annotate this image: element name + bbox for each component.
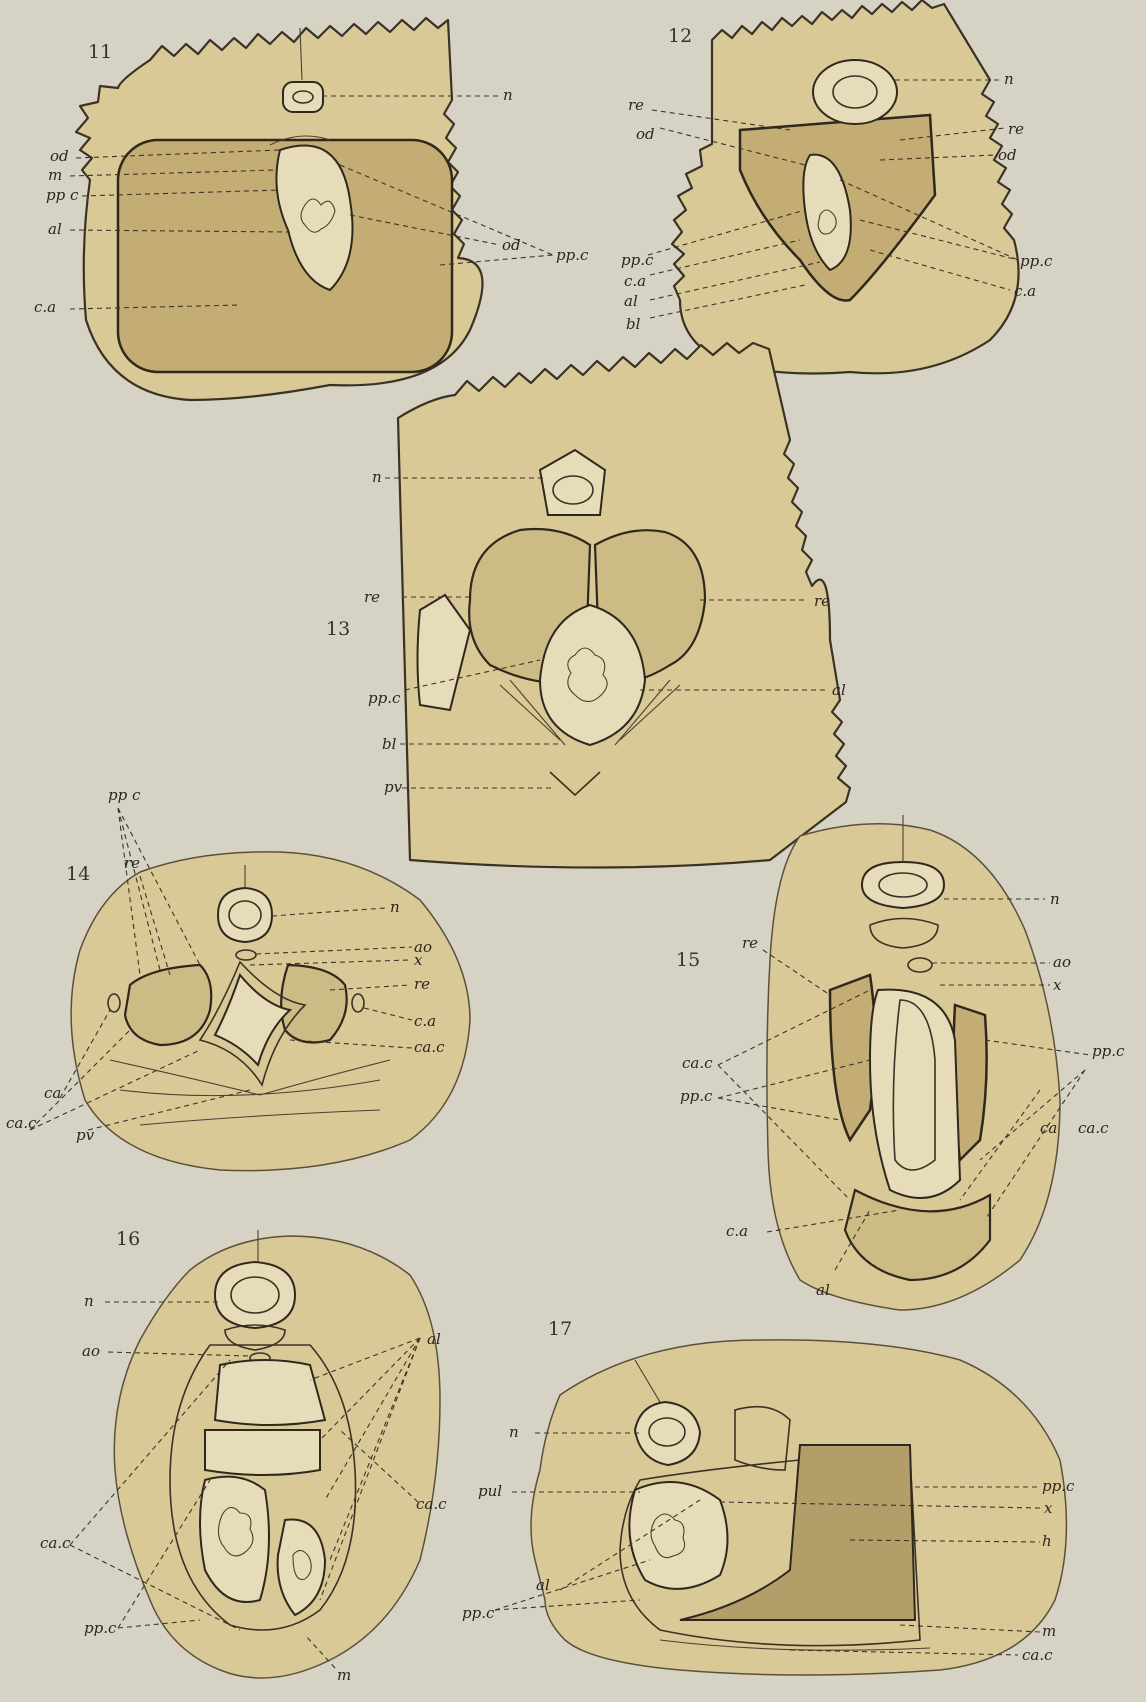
fig12-label-ca-right: c.a	[1014, 282, 1036, 300]
fig11-label-ppc: pp c	[46, 186, 79, 204]
fig16-number: 16	[116, 1228, 140, 1250]
fig15-label-al: al	[816, 1281, 830, 1299]
fig12-number: 12	[668, 25, 692, 47]
fig11-label-od: od	[50, 147, 69, 165]
fig11-label-m: m	[48, 166, 62, 184]
fig11-label-ppc-right: pp.c	[556, 246, 589, 264]
fig17-label-ppc-right: pp.c	[1042, 1477, 1075, 1495]
fig16-label-cac-left: ca.c	[40, 1534, 71, 1552]
figure-14: 14 pp c re n ao x re c.a ca.c ca ca.c pv	[6, 786, 470, 1171]
fig16-label-cac-right: ca.c	[416, 1495, 447, 1513]
fig17-label-cac: ca.c	[1022, 1646, 1053, 1664]
fig14-label-ca: c.a	[414, 1012, 436, 1030]
fig16-label-ppc: pp.c	[84, 1619, 117, 1637]
fig11-label-od-right: od	[502, 236, 521, 254]
fig14-neural-tube	[218, 888, 272, 942]
fig16-label-n: n	[84, 1292, 94, 1310]
fig15-label-ppc: pp.c	[680, 1087, 713, 1105]
fig13-label-bl: bl	[382, 735, 397, 753]
fig15-label-x: x	[1053, 976, 1062, 994]
fig14-label-pv: pv	[76, 1126, 95, 1144]
fig13-label-re: re	[364, 588, 380, 606]
fig14-label-cac-left: ca.c	[6, 1114, 37, 1132]
fig12-label-n: n	[1004, 70, 1014, 88]
fig11-label-al: al	[48, 220, 62, 238]
fig16-middle-chamber	[205, 1430, 320, 1475]
fig16-label-ao: ao	[82, 1342, 100, 1360]
figure-17: 17 n pul pp.c x h al pp.c m ca.c	[462, 1318, 1075, 1675]
fig11-neural-tube	[283, 82, 323, 112]
fig13-label-pv: pv	[384, 778, 403, 796]
fig15-label-n: n	[1050, 890, 1060, 908]
fig17-label-pul: pul	[478, 1482, 502, 1500]
fig17-label-n: n	[509, 1423, 519, 1441]
fig14-label-re-right: re	[414, 975, 430, 993]
fig12-label-bl: bl	[626, 315, 641, 333]
fig17-label-ppc: pp.c	[462, 1604, 495, 1622]
fig11-label-ca: c.a	[34, 298, 56, 316]
fig12-label-re-right: re	[1008, 120, 1024, 138]
fig14-label-re: re	[124, 854, 140, 872]
fig15-label-ca: ca	[1040, 1119, 1057, 1137]
fig15-label-ppc-right: pp.c	[1092, 1042, 1125, 1060]
fig14-kidney-right	[281, 965, 347, 1042]
fig13-label-re-right: re	[814, 592, 830, 610]
fig15-neural-tube	[862, 862, 944, 908]
fig12-label-ppc-right: pp.c	[1020, 252, 1053, 270]
figure-11: 11 n od m pp c al c.a od pp.c	[34, 18, 589, 400]
fig13-label-n: n	[372, 468, 382, 486]
figure-13: 13 n re re pp.c al bl pv	[326, 343, 850, 868]
fig12-label-ca: c.a	[624, 272, 646, 290]
fig16-label-al: al	[427, 1330, 441, 1348]
fig17-label-x: x	[1044, 1499, 1053, 1517]
fig16-neural-tube	[215, 1262, 295, 1328]
fig17-label-h: h	[1042, 1532, 1052, 1550]
fig13-label-al: al	[832, 681, 846, 699]
fig15-label-cac: ca.c	[682, 1054, 713, 1072]
fig16-upper-chamber	[215, 1360, 325, 1425]
figure-15: 15 n re ao x pp.c ca.c pp.c ca ca.c c.a …	[676, 815, 1125, 1310]
fig14-label-n: n	[390, 898, 400, 916]
fig11-label-n: n	[503, 86, 513, 104]
fig14-label-cac: ca.c	[414, 1038, 445, 1056]
fig14-label-x: x	[414, 951, 423, 969]
fig15-label-ca-left: c.a	[726, 1222, 748, 1240]
fig12-label-ppc: pp.c	[621, 251, 654, 269]
fig14-label-ppc: pp c	[108, 786, 141, 804]
fig17-number: 17	[548, 1318, 572, 1340]
fig16-label-m: m	[337, 1666, 351, 1684]
fig17-label-al: al	[536, 1576, 550, 1594]
fig15-label-re: re	[742, 934, 758, 952]
fig11-number: 11	[88, 41, 112, 63]
fig15-coelom	[870, 990, 960, 1198]
fig15-label-cac-right: ca.c	[1078, 1119, 1109, 1137]
fig12-label-od: od	[636, 125, 655, 143]
fig17-label-m: m	[1042, 1622, 1056, 1640]
figure-16: 16 n ao al ca.c ca.c pp.c m	[40, 1228, 447, 1684]
fig12-neural-tube	[813, 60, 897, 124]
fig14-number: 14	[66, 863, 90, 885]
fig13-number: 13	[326, 618, 350, 640]
fig13-label-ppc: pp.c	[368, 689, 401, 707]
figure-12: 12 n re od re od pp.c c.a al bl pp.c c.a	[621, 0, 1053, 374]
fig15-label-ao: ao	[1053, 953, 1071, 971]
fig12-label-re: re	[628, 96, 644, 114]
fig12-label-al: al	[624, 292, 638, 310]
fig12-label-od-right: od	[998, 146, 1017, 164]
fig14-label-ca-left: ca	[44, 1084, 61, 1102]
fig15-number: 15	[676, 949, 700, 971]
